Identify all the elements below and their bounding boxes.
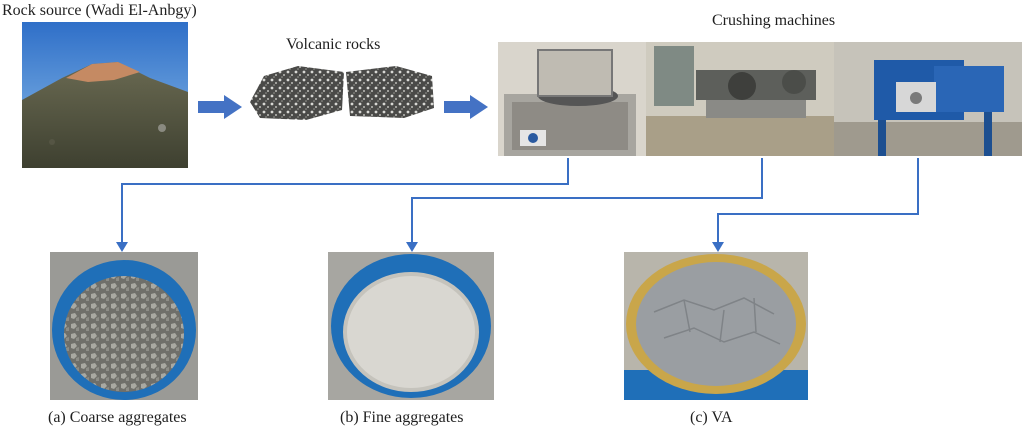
down-arrow-icon — [116, 242, 128, 252]
rock-source-label: Rock source (Wadi El-Anbgy) — [2, 2, 197, 19]
crushing-machines-label: Crushing machines — [712, 12, 836, 29]
coarse-aggregates-photo — [50, 252, 198, 400]
crusher-photo-3 — [834, 42, 1022, 156]
crusher-photo-1 — [498, 42, 646, 156]
down-arrow-icon — [406, 242, 418, 252]
volcanic-rocks-photo — [246, 62, 438, 124]
fine-aggregates-label: (b) Fine aggregates — [340, 409, 464, 426]
va-photo — [624, 252, 808, 400]
volcanic-rocks-label: Volcanic rocks — [286, 36, 381, 53]
rock-source-photo — [22, 22, 188, 168]
va-label: (c) VA — [690, 409, 733, 426]
fine-aggregates-photo — [328, 252, 494, 400]
down-arrow-icon — [712, 242, 724, 252]
crusher-photo-2 — [646, 42, 834, 156]
right-arrow-icon — [198, 95, 242, 119]
right-arrow-icon — [444, 95, 488, 119]
coarse-aggregates-label: (a) Coarse aggregates — [48, 409, 187, 426]
